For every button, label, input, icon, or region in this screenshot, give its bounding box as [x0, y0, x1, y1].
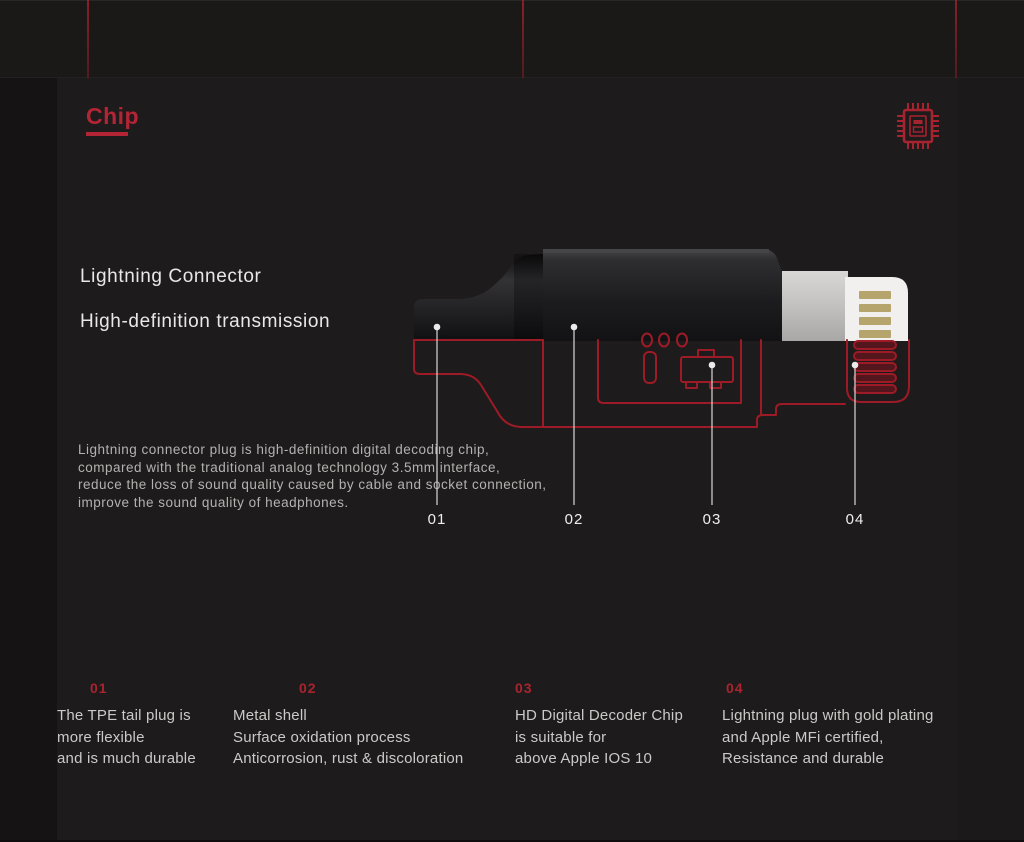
feature-text-line: Lightning plug with gold plating	[722, 707, 934, 724]
wireframe-capacitor	[643, 351, 657, 384]
wireframe-decoder-chip	[680, 349, 734, 389]
feature-text-line: The TPE tail plug is	[57, 707, 191, 724]
leader-lines	[436, 330, 856, 505]
feature-text-line: Metal shell	[233, 707, 307, 724]
hero-title-line1: Lightning Connector	[80, 266, 262, 287]
callout-label-04: 04	[845, 511, 865, 528]
feature-item-04: 04 Lightning plug with gold plating and …	[722, 680, 934, 770]
feature-number: 02	[299, 680, 317, 696]
feature-text-line: above Apple IOS 10	[515, 750, 653, 767]
feature-number: 01	[90, 680, 108, 696]
feature-item-01: 01 The TPE tail plug is more flexible an…	[57, 680, 196, 770]
feature-text-line: HD Digital Decoder Chip	[515, 707, 683, 724]
chip-icon	[896, 102, 940, 155]
feature-text-line: and is much durable	[57, 750, 196, 767]
feature-item-03: 03 HD Digital Decoder Chip is suitable f…	[515, 680, 683, 770]
description-line: reduce the loss of sound quality caused …	[78, 477, 547, 492]
feature-text-line: more flexible	[57, 728, 145, 746]
wireframe-tip-contacts	[853, 340, 897, 394]
callout-label-03: 03	[702, 511, 722, 528]
feature-text-line: and Apple MFi certified,	[722, 728, 884, 746]
hero-title-line2: High-definition transmission	[80, 311, 331, 332]
top-divider-line	[955, 0, 957, 78]
section-title-underline	[86, 132, 128, 136]
gold-pads	[859, 291, 891, 338]
bottom-edge-line	[0, 840, 1024, 842]
circuit-wireframe	[413, 332, 910, 428]
connector-photo	[414, 249, 908, 341]
top-divider-line	[522, 0, 524, 78]
feature-text-line: Anticorrosion, rust & discoloration	[233, 750, 464, 767]
hero-description: Lightning connector plug is high-definit…	[78, 441, 547, 511]
metal-shell-shape	[543, 249, 782, 341]
section-title: Chip	[86, 103, 140, 129]
callout-label-01: 01	[427, 511, 447, 528]
callout-label-02: 02	[564, 511, 584, 528]
feature-number: 04	[726, 680, 744, 696]
lightning-tip-metal	[782, 271, 848, 341]
wireframe-tip-outline	[846, 339, 910, 403]
top-band	[0, 0, 1024, 78]
right-edge-strip	[958, 0, 1024, 842]
top-divider-line	[87, 0, 89, 78]
feature-text-line: Surface oxidation process	[233, 728, 411, 746]
feature-text-line: Resistance and durable	[722, 750, 885, 767]
leader-dots	[433, 323, 859, 369]
description-line: improve the sound quality of headphones.	[78, 494, 349, 510]
feature-number: 03	[515, 680, 533, 696]
tail-plug-shape	[414, 254, 543, 341]
description-line: Lightning connector plug is high-definit…	[78, 442, 490, 457]
feature-text-line: is suitable for	[515, 728, 607, 746]
feature-item-02: 02 Metal shell Surface oxidation process…	[233, 680, 463, 770]
description-line: compared with the traditional analog tec…	[78, 459, 501, 475]
left-edge-strip	[0, 0, 57, 842]
